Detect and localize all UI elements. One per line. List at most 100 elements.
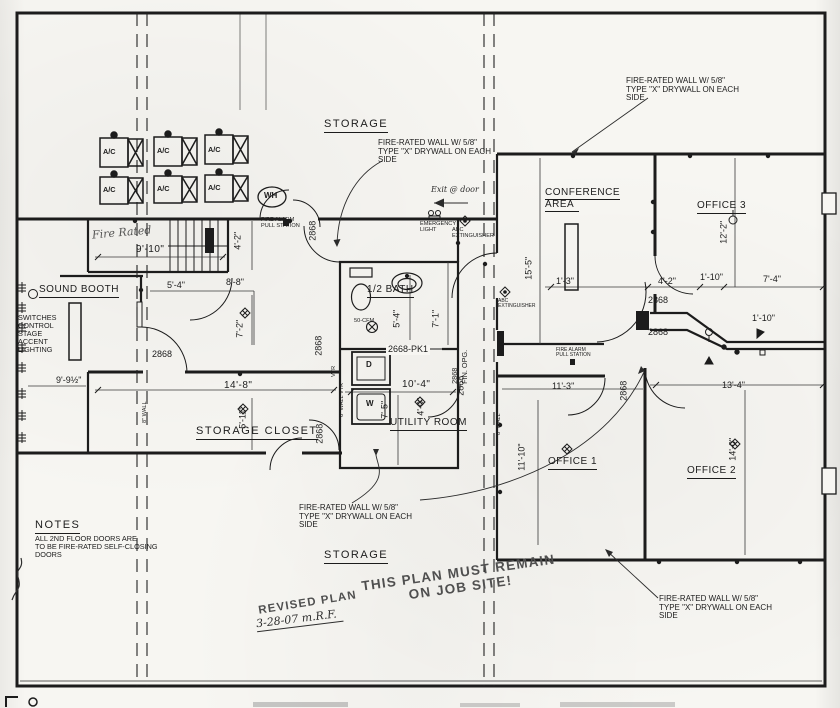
fire-note-line: TYPE "X" DRYWALL ON EACH [626, 84, 739, 94]
emergency-light-icon [428, 210, 441, 220]
dimension-15-5: 15'-5" [523, 256, 534, 280]
dryer-label: D [366, 360, 372, 369]
room-label-storage-bottom: STORAGE [324, 549, 389, 564]
dimension-12-2: 12'-2" [718, 220, 729, 244]
door-label-2868: 2868 [313, 335, 324, 356]
stair-post [205, 228, 214, 253]
dryer-icon [351, 351, 391, 386]
fire-note-line: SIDE [299, 520, 318, 530]
switches-note-line: CONTROL [18, 320, 54, 330]
dimension-7-1: 7'-1" [430, 309, 441, 328]
leader-lines [336, 97, 659, 599]
exit-note-handwriting: Exit @ door [431, 185, 479, 194]
dimension-5-11: 5'-11" [237, 406, 248, 429]
dimension-11-3: 11'-3" [552, 381, 575, 391]
notes-body: ALL 2ND FLOOR DOORS ARE TO BE FIRE-RATED… [35, 535, 158, 559]
dimension-4-0: 4'-0" [415, 397, 426, 416]
wall-label-6in-vtr: 6" WALL VTR [338, 382, 345, 418]
room-label-line: AREA [545, 199, 579, 212]
dimension-7-4: 7'-4" [763, 274, 781, 284]
bottom-cutoff-marks [5, 696, 675, 707]
vtr-label: VTR [330, 365, 337, 378]
dimension-1-10b: 1'-10" [752, 313, 775, 323]
dimension-9-10: 9'-10" [136, 244, 165, 255]
door-leaf-sound-booth [136, 301, 143, 328]
extinguisher-icons [459, 215, 511, 298]
fire-note-line: FIRE-RATED WALL W/ 5/8" [659, 594, 758, 603]
dimension-4-2: 4'-2" [658, 276, 676, 286]
fire-note-line: FIRE-RATED WALL W/ 5/8" [378, 138, 477, 147]
emergency-light-line: EMERGENCY [420, 221, 457, 227]
conference-board [564, 223, 579, 291]
pull-station-icons [283, 219, 575, 365]
wall-detector-dots [132, 153, 803, 565]
door-arcs [140, 189, 694, 471]
water-heater-icon [257, 186, 287, 208]
door-label-2868: 2868 [648, 295, 669, 305]
dimension-1-3: 1'-3" [556, 276, 574, 286]
fire-note-line: TYPE "X" DRYWALL ON EACH [659, 602, 772, 612]
switches-note-line: STAGE [18, 328, 43, 338]
fire-alarm-line: FIRE ALARM [261, 217, 295, 223]
emergency-light-label: EMERGENCY LIGHT [420, 221, 456, 233]
room-label-utility: UTILITY ROOM [390, 417, 467, 431]
room-label-office-2: OFFICE 2 [687, 465, 737, 479]
room-label-half-bath: 1/2 BATH [367, 284, 414, 298]
washer-label: W [366, 399, 374, 408]
dashed-section-lines [136, 13, 495, 686]
sink-icon [391, 272, 423, 294]
fire-note-line: SIDE [659, 611, 678, 621]
room-label-conference: CONFERENCE AREA [545, 187, 621, 212]
ac-label: A/C [157, 146, 170, 155]
room-label-office-1: OFFICE 1 [548, 456, 598, 470]
switches-note-line: LIGHTING [18, 344, 53, 354]
fire-note-bottom-right: FIRE-RATED WALL W/ 5/8" TYPE "X" DRYWALL… [659, 594, 772, 621]
door-label-2668-pk1: 2668-PK1 [386, 344, 431, 355]
washer-icon [351, 388, 391, 425]
wall-label-8in-a: 8" WALL [141, 401, 148, 424]
dimension-8-8: 8'-8" [226, 277, 244, 287]
fire-alarm-line: PULL STATION [556, 352, 591, 359]
room-label-line: CONFERENCE [545, 187, 621, 200]
fire-alarm-note-2: FIRE ALARM PULL STATION [556, 347, 591, 359]
water-heater-label: WH [264, 191, 278, 200]
door-label-2868: 2868 [648, 327, 669, 337]
door-label-2868: 2868 [314, 423, 325, 444]
notes-title: NOTES [35, 519, 81, 534]
door-label-2868: 2868 [152, 349, 173, 359]
abc-line: ABC [452, 227, 464, 233]
fire-note-line: TYPE "X" DRYWALL ON EACH [299, 511, 412, 521]
ac-label: A/C [208, 145, 221, 154]
ac-label: A/C [157, 184, 170, 193]
signature-squiggle [11, 557, 23, 601]
door-jamb-conference [636, 311, 649, 330]
fire-alarm-note-1: FIRE ALARM PULL STATION [261, 217, 300, 229]
notes-line: ALL 2ND FLOOR DOORS ARE [35, 534, 137, 543]
room-label-sound-booth: SOUND BOOTH [39, 284, 119, 298]
notes-line: DOORS [35, 549, 62, 559]
dimension-14-8: 14'-8" [224, 380, 253, 391]
fire-note-bottom-center: FIRE-RATED WALL W/ 5/8" TYPE "X" DRYWALL… [299, 503, 412, 530]
wall-label-8in-b: 8" WALL [495, 413, 502, 436]
dimension-10-4: 10'-4" [402, 379, 431, 390]
ac-units [99, 128, 249, 205]
wall-notches [821, 192, 837, 495]
abc-line: ABC [498, 298, 509, 304]
room-label-storage-top: STORAGE [324, 118, 389, 133]
fire-note-top-right: FIRE-RATED WALL W/ 5/8" TYPE "X" DRYWALL… [626, 76, 739, 103]
abc-extinguisher-label-2: ABC EXTINGUISHER [498, 298, 536, 310]
main-walls [15, 11, 827, 688]
chase-lines [239, 13, 267, 110]
room-label-storage-closet: STORAGE CLOSET [196, 425, 318, 440]
fire-note-center: FIRE-RATED WALL W/ 5/8" TYPE "X" DRYWALL… [378, 138, 491, 165]
ac-label: A/C [103, 185, 116, 194]
fire-alarm-line: PULL STATION [261, 223, 300, 230]
exit-sign-label: EXIT [498, 340, 506, 356]
ac-label: A/C [103, 147, 116, 156]
fire-note-line: SIDE [626, 93, 645, 103]
dimension-14-0: 14'-0" [727, 437, 738, 461]
door-label-2868: 2868 [618, 380, 629, 401]
room-label-office-3: OFFICE 3 [697, 200, 747, 214]
dimension-7-5: 7'-5" [379, 400, 390, 419]
